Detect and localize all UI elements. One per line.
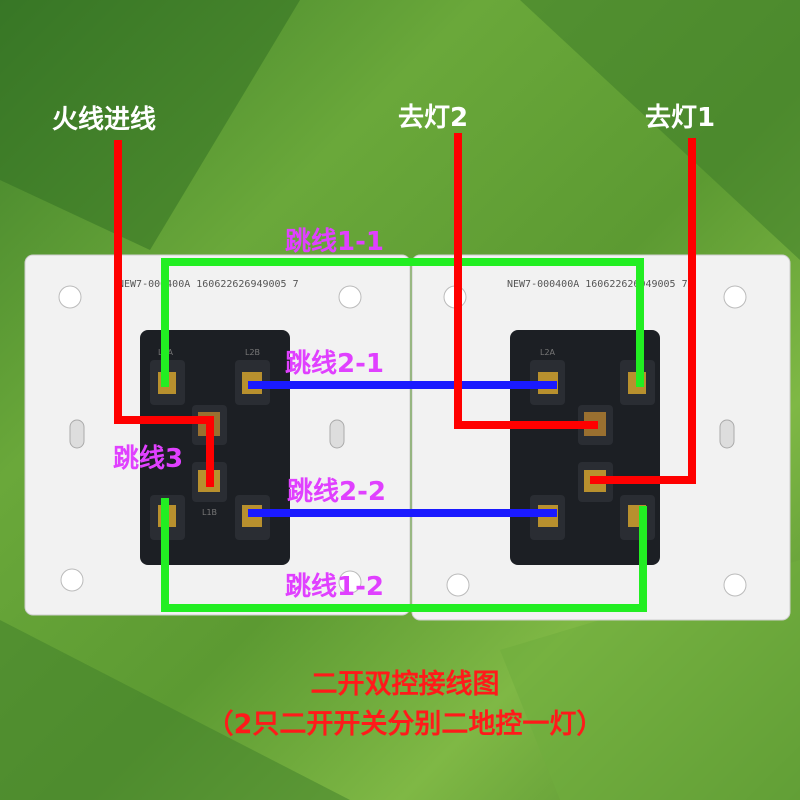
live-in-wire bbox=[114, 140, 214, 487]
label-jumper-3: 跳线3 bbox=[113, 444, 183, 474]
label-jumper-2-1: 跳线2-1 bbox=[285, 349, 384, 379]
label-live-in: 火线进线 bbox=[52, 105, 156, 135]
screw-hole bbox=[446, 573, 470, 597]
screw-hole bbox=[58, 285, 82, 309]
screw-hole bbox=[60, 568, 84, 592]
screw-hole bbox=[723, 285, 747, 309]
diagram-subtitle: （2只二开开关分别二地控一灯） bbox=[207, 709, 604, 740]
right-switch-plate: NEW7-000400A 160622626949005 7 L2A bbox=[411, 254, 791, 621]
plate-code: NEW7-000400A 160622626949005 7 bbox=[118, 279, 299, 290]
svg-text:L1B: L1B bbox=[202, 508, 217, 517]
screw-hole bbox=[723, 573, 747, 597]
to-light-2-wire bbox=[454, 133, 598, 429]
label-jumper-1-2: 跳线1-2 bbox=[285, 572, 384, 602]
jumper-1-1-wire bbox=[161, 258, 644, 387]
label-to-light-2: 去灯2 bbox=[398, 103, 468, 133]
diagram-title: 二开双控接线图 bbox=[311, 669, 500, 700]
bg-facet bbox=[0, 0, 300, 250]
screw-hole bbox=[338, 570, 362, 594]
bg-facet bbox=[0, 620, 350, 800]
to-light-1-wire bbox=[590, 138, 696, 484]
left-switch-plate: NEW7-000400A 160622626949005 7 L1A L2B L… bbox=[24, 254, 411, 616]
svg-text:L2B: L2B bbox=[245, 348, 260, 357]
plate-code: NEW7-000400A 160622626949005 7 bbox=[507, 279, 688, 290]
screw-hole bbox=[338, 285, 362, 309]
label-to-light-1: 去灯1 bbox=[645, 103, 715, 133]
label-jumper-1-1: 跳线1-1 bbox=[285, 227, 384, 257]
bg-facet bbox=[520, 0, 800, 260]
label-jumper-2-2: 跳线2-2 bbox=[287, 477, 386, 507]
svg-text:L2A: L2A bbox=[540, 348, 556, 357]
jumper-1-2-wire bbox=[161, 498, 647, 612]
